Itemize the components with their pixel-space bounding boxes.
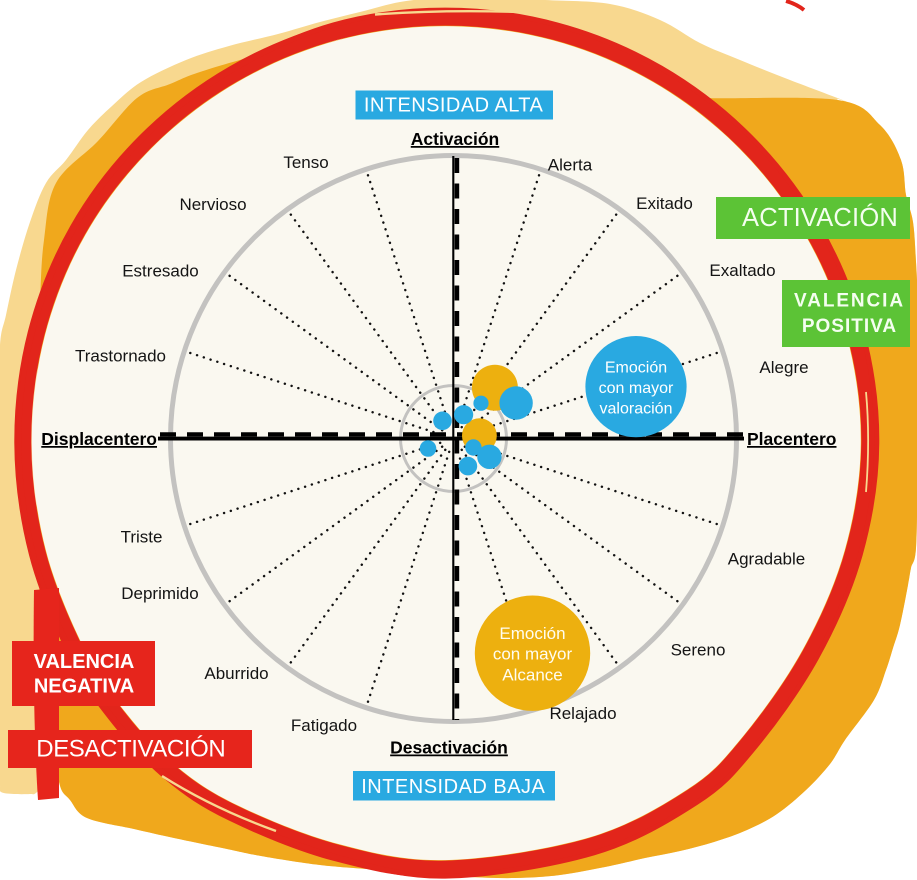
svg-text:Estresado: Estresado [122, 262, 199, 281]
svg-text:valoración: valoración [600, 400, 673, 417]
svg-text:ACTIVACIÓN: ACTIVACIÓN [742, 203, 898, 232]
svg-text:Exitado: Exitado [636, 194, 693, 213]
svg-text:DESACTIVACIÓN: DESACTIVACIÓN [36, 736, 225, 763]
svg-text:Tenso: Tenso [283, 153, 328, 172]
svg-text:con mayor: con mayor [599, 380, 674, 397]
svg-text:INTENSIDAD ALTA: INTENSIDAD ALTA [364, 94, 544, 116]
svg-text:Sereno: Sereno [671, 641, 726, 660]
svg-text:Deprimido: Deprimido [121, 584, 198, 603]
svg-text:Relajado: Relajado [549, 704, 616, 723]
svg-text:Emoción: Emoción [499, 624, 565, 643]
svg-text:Desactivación: Desactivación [390, 738, 508, 758]
svg-text:Agradable: Agradable [728, 550, 806, 569]
svg-text:Trastornado: Trastornado [75, 347, 166, 366]
svg-text:Alerta: Alerta [548, 156, 593, 175]
svg-text:Placentero: Placentero [747, 429, 836, 449]
svg-text:Nervioso: Nervioso [179, 195, 246, 214]
svg-text:NEGATIVA: NEGATIVA [34, 676, 134, 698]
svg-text:Fatigado: Fatigado [291, 716, 357, 735]
svg-text:Activación: Activación [411, 129, 500, 149]
svg-text:Aburrido: Aburrido [204, 664, 268, 683]
svg-text:INTENSIDAD BAJA: INTENSIDAD BAJA [361, 776, 545, 798]
svg-text:Displacentero: Displacentero [41, 429, 157, 449]
svg-text:VALENCIA: VALENCIA [34, 651, 135, 673]
svg-text:Alcance: Alcance [502, 665, 562, 684]
svg-text:Triste: Triste [121, 528, 163, 547]
svg-text:Emoción: Emoción [605, 359, 667, 376]
svg-text:POSITIVA: POSITIVA [802, 316, 897, 337]
svg-text:VALENCIA: VALENCIA [794, 290, 905, 311]
svg-text:con mayor: con mayor [493, 645, 573, 664]
svg-text:Exaltado: Exaltado [709, 261, 775, 280]
svg-text:Alegre: Alegre [759, 358, 808, 377]
